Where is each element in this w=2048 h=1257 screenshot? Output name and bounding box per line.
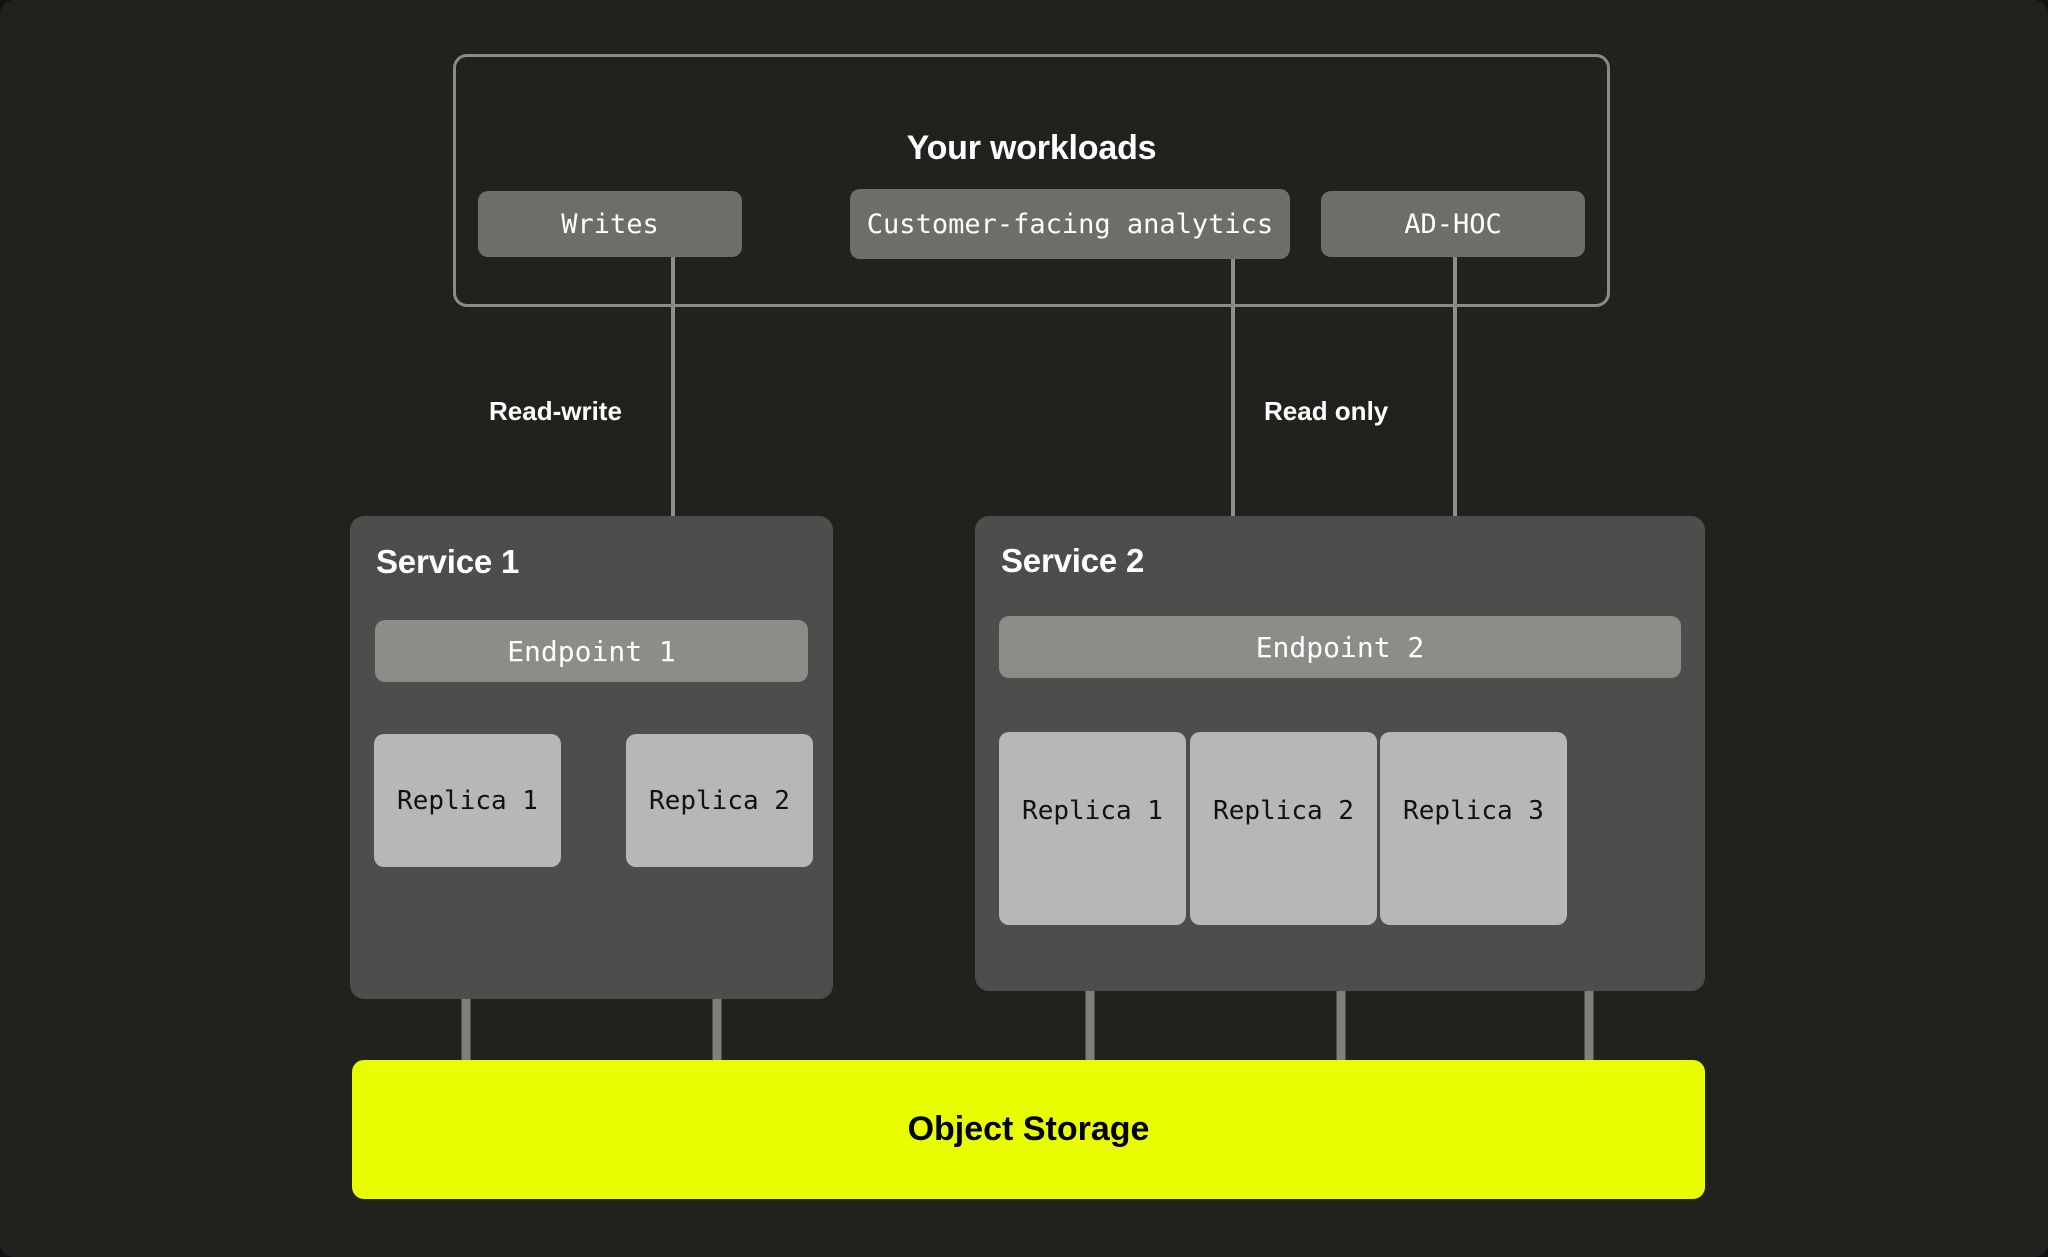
service-2-replica-1-label: Replica 1 bbox=[1022, 796, 1163, 826]
service-2-replica-3[interactable]: Replica 3 bbox=[1380, 732, 1567, 925]
workload-chip-customer-facing-analytics-label: Customer-facing analytics bbox=[866, 208, 1274, 240]
workloads-container: Your workloads bbox=[453, 54, 1610, 307]
service-panel-1: Service 1 Endpoint 1 Replica 1 Replica 2 bbox=[350, 516, 833, 999]
workload-chip-writes[interactable]: Writes bbox=[478, 191, 742, 257]
workload-chip-customer-facing-analytics[interactable]: Customer-facing analytics bbox=[850, 189, 1290, 259]
service-2-replica-2-label: Replica 2 bbox=[1213, 796, 1354, 826]
edge-label-read-write: Read-write bbox=[489, 396, 622, 426]
endpoint-1-label: Endpoint 1 bbox=[507, 634, 676, 668]
service-2-replica-1[interactable]: Replica 1 bbox=[999, 732, 1186, 925]
service-1-title: Service 1 bbox=[376, 543, 520, 580]
service-2-replica-3-label: Replica 3 bbox=[1403, 796, 1544, 826]
service-1-replica-1[interactable]: Replica 1 bbox=[374, 734, 561, 867]
object-storage-bar[interactable]: Object Storage bbox=[352, 1060, 1705, 1199]
endpoint-1[interactable]: Endpoint 1 bbox=[375, 620, 808, 682]
service-panel-2: Service 2 Endpoint 2 Replica 1 Replica 2… bbox=[975, 516, 1705, 991]
workload-chip-ad-hoc[interactable]: AD-HOC bbox=[1321, 191, 1585, 257]
service-1-replica-1-label: Replica 1 bbox=[397, 785, 538, 816]
edge-label-read-only: Read only bbox=[1264, 396, 1389, 426]
endpoint-2[interactable]: Endpoint 2 bbox=[999, 616, 1681, 678]
service-2-title: Service 2 bbox=[1001, 542, 1145, 579]
object-storage-label: Object Storage bbox=[907, 1110, 1150, 1148]
service-2-replica-2[interactable]: Replica 2 bbox=[1190, 732, 1377, 925]
workload-chip-writes-label: Writes bbox=[561, 208, 659, 240]
service-1-replica-2[interactable]: Replica 2 bbox=[626, 734, 813, 867]
endpoint-2-label: Endpoint 2 bbox=[1255, 630, 1425, 664]
workloads-title: Your workloads bbox=[906, 129, 1157, 167]
service-1-replica-2-label: Replica 2 bbox=[649, 785, 790, 816]
workload-chip-ad-hoc-label: AD-HOC bbox=[1404, 208, 1502, 240]
